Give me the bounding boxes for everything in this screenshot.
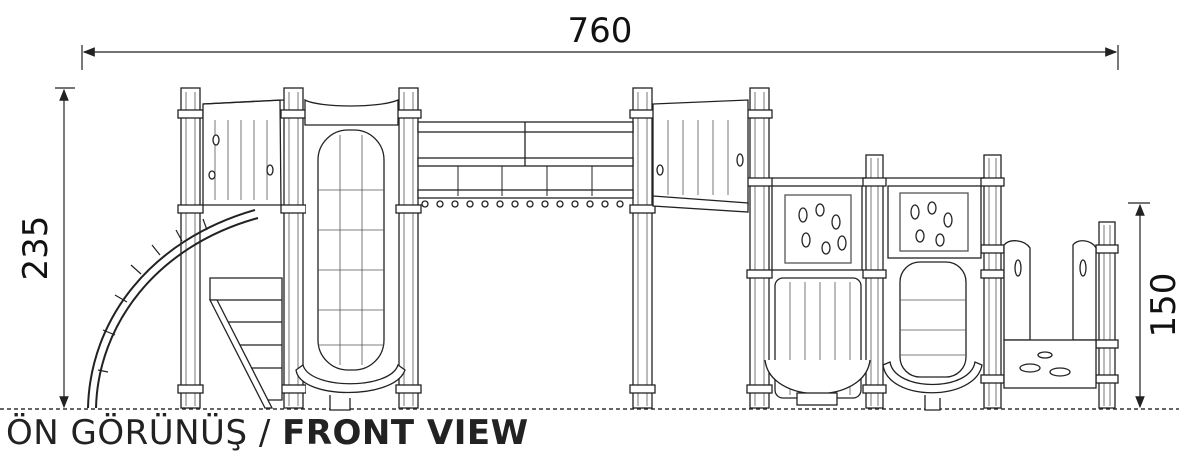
width-label: 760 <box>568 11 633 51</box>
caption-english: FRONT VIEW <box>282 413 529 453</box>
left-height-dimension: 235 <box>16 87 75 409</box>
right-height-label: 150 <box>1144 273 1179 338</box>
post-clamps <box>177 109 1119 394</box>
tunnel <box>764 277 871 406</box>
view-caption: ÖN GÖRÜNÜŞ / FRONT VIEW <box>6 413 529 453</box>
tube-slide-right <box>882 261 983 411</box>
right-height-dimension: 150 <box>1128 202 1179 409</box>
left-tower-panel <box>202 99 282 206</box>
bridge <box>417 121 634 208</box>
right-climbing-panel <box>887 185 982 259</box>
side-panels <box>1003 240 1097 389</box>
climbing-panel <box>771 185 863 271</box>
tube-slide-left <box>295 98 406 411</box>
caption-turkish: ÖN GÖRÜNÜŞ / <box>6 413 283 453</box>
climbing-arch <box>87 209 259 409</box>
middle-tower-panel <box>652 99 749 213</box>
playground-structure <box>87 87 1119 411</box>
width-dimension: 760 <box>81 11 1119 70</box>
steps <box>208 277 283 409</box>
left-height-label: 235 <box>16 216 56 281</box>
